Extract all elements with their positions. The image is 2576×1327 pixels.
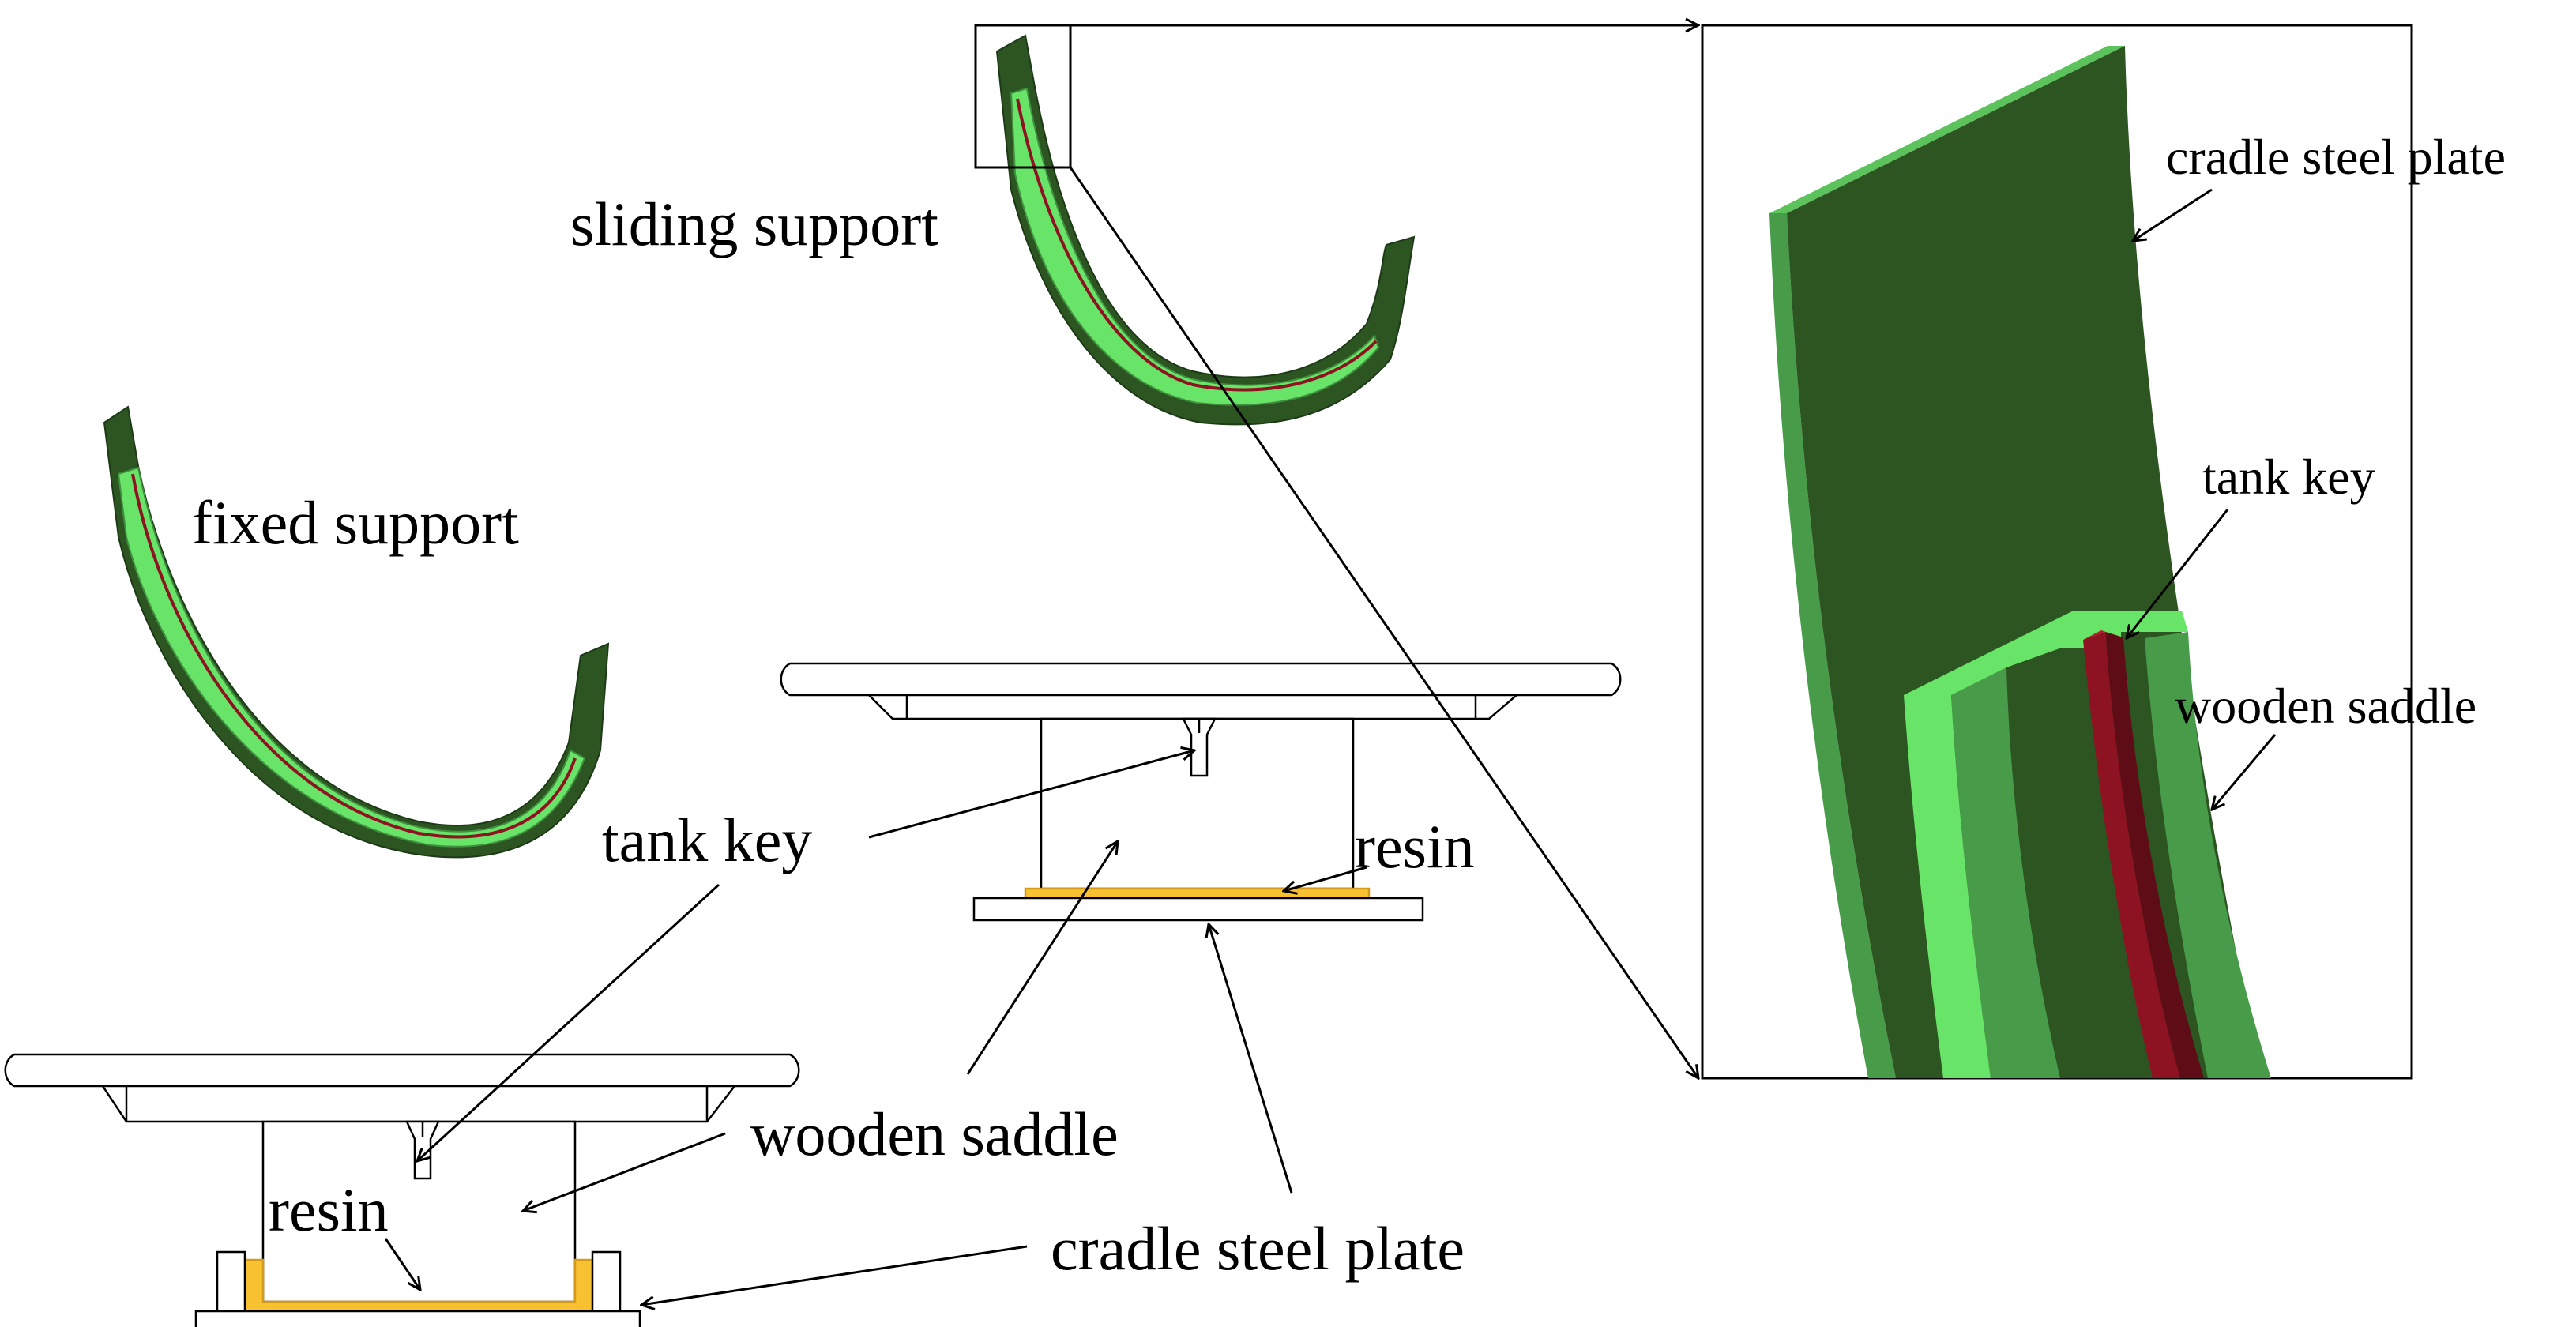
fixed-stopper-left [216, 1250, 246, 1313]
fixed-support-section [4, 1053, 800, 1327]
label-sliding-support: sliding support [570, 190, 938, 258]
arrow-resin-fixed [384, 1238, 420, 1290]
arrow-inset-cradle-plate [2133, 188, 2213, 241]
inset-saddle-top [1904, 611, 2188, 695]
arrow-saddle-fixed [523, 1132, 726, 1211]
inset-tank-key-top [2083, 630, 2123, 640]
label-resin-fixed: resin [269, 1175, 389, 1244]
label-wooden-saddle-bottom: wooden saddle [750, 1100, 1119, 1168]
inset-steel-plate-top [1769, 46, 2125, 213]
label-tank-key-middle: tank key [602, 806, 812, 874]
sliding-ring-tank-key [1016, 98, 1378, 392]
arrow-cradle-plate-fixed [641, 1245, 1028, 1305]
label-inset-cradle-steel-plate: cradle steel plate [2166, 129, 2506, 185]
arrow-resin-sliding [1284, 866, 1367, 891]
inset-steel-plate-side [1769, 213, 1896, 1078]
label-fixed-support: fixed support [192, 488, 519, 557]
arrow-inset-wooden-saddle [2212, 734, 2277, 810]
fixed-stopper-right [591, 1250, 622, 1313]
fixed-tank-bottom-ring [100, 1085, 737, 1123]
arrow-cradle-plate-sliding [1209, 924, 1293, 1194]
sliding-tank-key [1181, 717, 1217, 777]
arrow-tank-key-sliding [868, 750, 1194, 839]
label-inset-tank-key: tank key [2202, 449, 2375, 505]
inset-saddle-left-front [1904, 695, 1991, 1078]
arrow-saddle-sliding-from-left [966, 841, 1118, 1075]
arrow-inset-tank-key [2127, 509, 2229, 638]
label-inset-wooden-saddle: wooden saddle [2175, 678, 2476, 734]
sliding-cradle-steel-plate [972, 897, 1424, 922]
fixed-ring-steel-plate [103, 405, 610, 859]
sliding-ring-wooden-saddle [1010, 87, 1380, 406]
label-cradle-steel-plate-bottom: cradle steel plate [1051, 1214, 1465, 1283]
inset-saddle-left-side [1951, 667, 2060, 1078]
sliding-support-ring [995, 34, 1416, 426]
fixed-ring-wooden-saddle [117, 466, 586, 848]
inset-saddle-right [2145, 632, 2271, 1078]
inset-tank-key-side [2105, 632, 2204, 1078]
fixed-support-ring [103, 405, 610, 859]
fixed-cradle-steel-plate [194, 1310, 641, 1327]
label-resin-sliding: resin [1355, 812, 1475, 881]
leader-arrows [384, 188, 2277, 1305]
sliding-tank-shell [780, 662, 1622, 697]
zoom-source-box [974, 24, 1072, 169]
fixed-ring-tank-key [131, 473, 577, 839]
sliding-tank-bottom-ring [866, 694, 1520, 720]
sliding-support-section [780, 662, 1622, 922]
inset-tank-key-front [2083, 632, 2180, 1078]
arrow-tank-key-fixed [417, 883, 720, 1161]
zoom-indicator [974, 24, 1698, 1078]
inset-closeup [1701, 24, 2413, 1080]
fixed-tank-shell [4, 1053, 800, 1088]
sliding-resin [1024, 887, 1371, 900]
